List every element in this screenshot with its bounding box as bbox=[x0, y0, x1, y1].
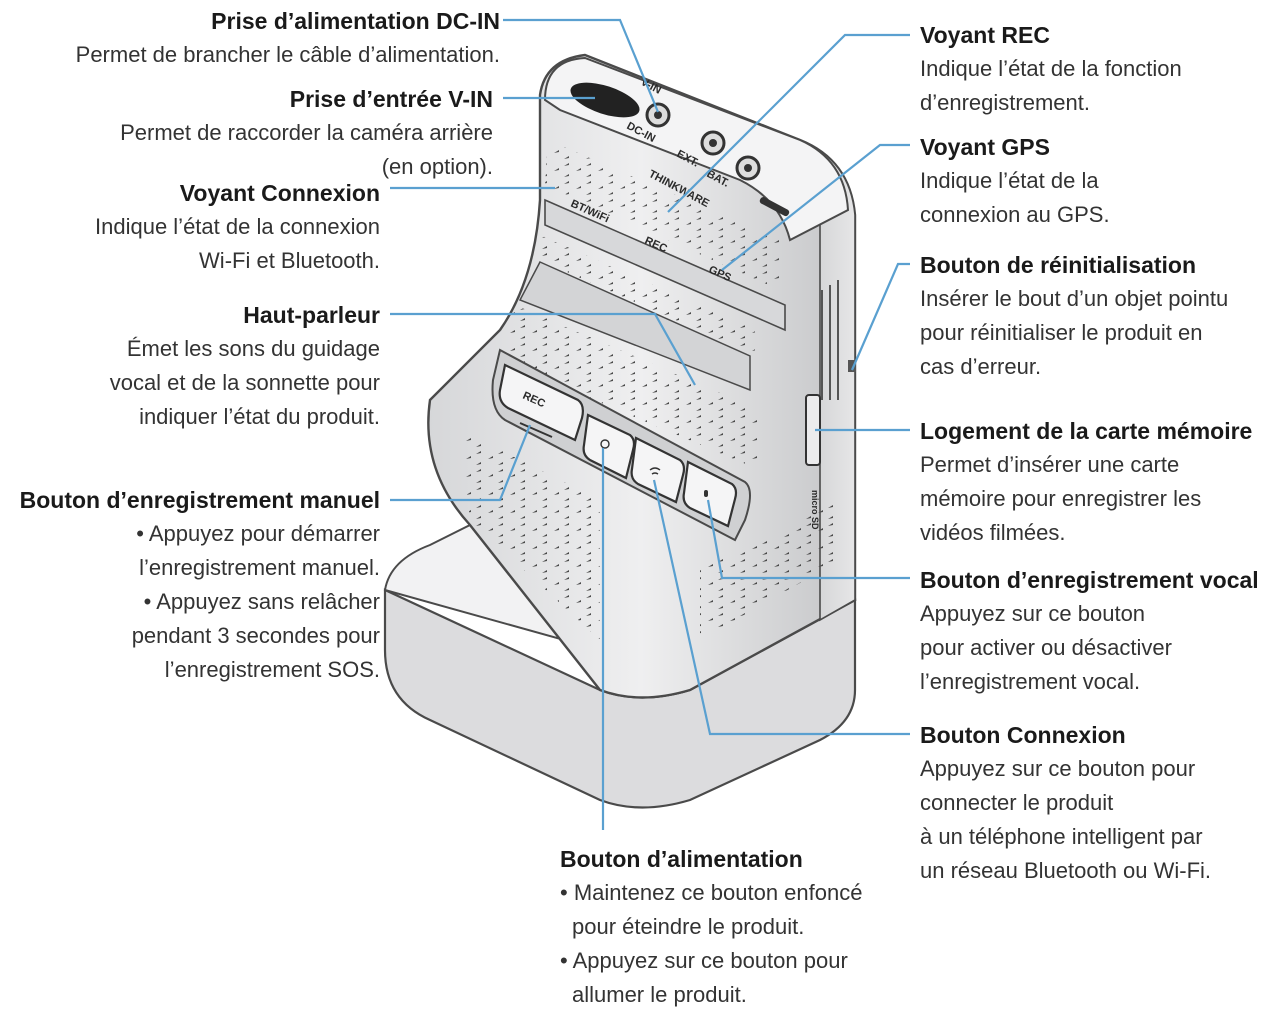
callout-manual-rec-text-2: l’enregistrement manuel. bbox=[139, 555, 380, 580]
callout-rec-led-text-1: Indique l’état de la fonction bbox=[920, 56, 1182, 81]
callout-speaker-title: Haut-parleur bbox=[243, 302, 380, 328]
callout-reset-text-1: Insérer le bout d’un objet pointu bbox=[920, 286, 1229, 311]
sd-mark: micro SD bbox=[810, 490, 820, 530]
callout-power-text-1: • Maintenez ce bouton enfoncé bbox=[560, 880, 863, 905]
callout-manual-rec-text-1: • Appuyez pour démarrer bbox=[136, 521, 380, 546]
callout-reset: Bouton de réinitialisation Insérer le bo… bbox=[920, 248, 1228, 384]
speaker-grille bbox=[500, 305, 760, 470]
leader-dc-in bbox=[503, 18, 660, 113]
callout-connect-title: Bouton Connexion bbox=[920, 722, 1126, 748]
callout-v-in: Prise d’entrée V-IN Permet de raccorder … bbox=[120, 82, 493, 184]
callout-dc-in-title: Prise d’alimentation DC-IN bbox=[211, 8, 500, 34]
callout-voice-rec-text-3: l’enregistrement vocal. bbox=[920, 669, 1141, 694]
callout-gps-led: Voyant GPS Indique l’état de la connexio… bbox=[920, 130, 1110, 232]
callout-gps-led-text-2: connexion au GPS. bbox=[920, 202, 1110, 227]
leader-speaker bbox=[390, 312, 696, 386]
callout-connect: Bouton Connexion Appuyez sur ce bouton p… bbox=[920, 718, 1211, 888]
callout-gps-led-title: Voyant GPS bbox=[920, 134, 1050, 160]
callout-connexion-led-text-2: Wi-Fi et Bluetooth. bbox=[199, 248, 380, 273]
callout-power-text-2: pour éteindre le produit. bbox=[572, 914, 805, 939]
power-button[interactable] bbox=[582, 413, 636, 480]
callout-voice-rec: Bouton d’enregistrement vocal Appuyez su… bbox=[920, 563, 1259, 699]
leader-rec-led bbox=[667, 33, 910, 213]
reset-hole bbox=[848, 360, 856, 372]
callout-voice-rec-text-1: Appuyez sur ce bouton bbox=[920, 601, 1146, 626]
power-icon bbox=[600, 439, 610, 449]
button-panel: REC bbox=[491, 348, 751, 542]
callout-speaker-text-1: Émet les sons du guidage bbox=[126, 336, 380, 361]
callout-connect-text-3: à un téléphone intelligent par bbox=[920, 824, 1203, 849]
callout-manual-rec-text-4: pendant 3 secondes pour bbox=[131, 623, 380, 648]
leader-lines bbox=[390, 18, 910, 830]
callout-memory-slot-text-1: Permet d’insérer une carte bbox=[920, 452, 1180, 477]
callout-connect-text-2: connecter le produit bbox=[920, 790, 1114, 815]
callout-manual-rec: Bouton d’enregistrement manuel • Appuyez… bbox=[20, 483, 380, 687]
callout-reset-text-2: pour réinitialiser le produit en bbox=[920, 320, 1203, 345]
callout-voice-rec-text-2: pour activer ou désactiver bbox=[920, 635, 1172, 660]
v-in-port bbox=[570, 82, 640, 118]
callout-rec-led: Voyant REC Indique l’état de la fonction… bbox=[920, 18, 1182, 120]
callout-speaker-text-2: vocal et de la sonnette pour bbox=[109, 370, 380, 395]
callout-v-in-title: Prise d’entrée V-IN bbox=[289, 86, 493, 112]
callout-power-text-4: allumer le produit. bbox=[572, 982, 747, 1007]
microphone-icon bbox=[704, 490, 708, 497]
callout-connect-text-1: Appuyez sur ce bouton pour bbox=[920, 756, 1196, 781]
callout-rec-led-text-2: d’enregistrement. bbox=[920, 90, 1090, 115]
callout-rec-led-title: Voyant REC bbox=[920, 22, 1050, 48]
callout-memory-slot-text-2: mémoire pour enregistrer les bbox=[920, 486, 1202, 511]
callout-reset-text-3: cas d’erreur. bbox=[920, 354, 1042, 379]
leader-voice-rec bbox=[706, 499, 910, 580]
leader-manual-rec bbox=[390, 424, 532, 502]
callout-power-title: Bouton d’alimentation bbox=[560, 846, 803, 872]
callout-speaker: Haut-parleur Émet les sons du guidage vo… bbox=[110, 298, 380, 434]
callout-dc-in: Prise d’alimentation DC-IN Permet de bra… bbox=[76, 4, 500, 72]
callout-connexion-led-title: Voyant Connexion bbox=[179, 180, 380, 206]
callout-gps-led-text-1: Indique l’état de la bbox=[920, 168, 1099, 193]
callout-speaker-text-3: indiquer l’état du produit. bbox=[139, 404, 380, 429]
callout-connexion-led: Voyant Connexion Indique l’état de la co… bbox=[95, 176, 380, 278]
leader-gps-led bbox=[721, 143, 910, 271]
callout-manual-rec-text-3: • Appuyez sans relâcher bbox=[143, 589, 380, 614]
callout-connexion-led-text-1: Indique l’état de la connexion bbox=[95, 214, 380, 239]
callout-manual-rec-title: Bouton d’enregistrement manuel bbox=[19, 487, 380, 513]
rec-button[interactable]: REC bbox=[498, 363, 584, 442]
leader-reset bbox=[850, 262, 910, 371]
device-body: V-IN DC-IN EXT. BAT. THINKWARE BT/WiFi R… bbox=[427, 53, 857, 699]
callout-memory-slot-text-3: vidéos filmées. bbox=[920, 520, 1066, 545]
callout-power-text-3: • Appuyez sur ce bouton pour bbox=[560, 948, 848, 973]
wifi-icon bbox=[649, 467, 661, 475]
callout-connect-text-4: un réseau Bluetooth ou Wi-Fi. bbox=[920, 858, 1212, 883]
voice-rec-button[interactable] bbox=[682, 460, 738, 528]
connect-button[interactable] bbox=[630, 436, 686, 504]
callout-power: Bouton d’alimentation • Maintenez ce bou… bbox=[560, 842, 862, 1012]
callout-reset-title: Bouton de réinitialisation bbox=[920, 252, 1197, 278]
callout-v-in-text-2: (en option). bbox=[381, 154, 493, 179]
callout-memory-slot-title: Logement de la carte mémoire bbox=[920, 418, 1253, 444]
leader-connect bbox=[652, 479, 910, 736]
callout-v-in-text-1: Permet de raccorder la caméra arrière bbox=[120, 120, 493, 145]
callout-manual-rec-text-5: l’enregistrement SOS. bbox=[164, 657, 380, 682]
callout-voice-rec-title: Bouton d’enregistrement vocal bbox=[920, 567, 1259, 593]
callout-dc-in-text: Permet de brancher le câble d’alimentati… bbox=[75, 42, 500, 67]
callout-memory-slot: Logement de la carte mémoire Permet d’in… bbox=[920, 414, 1252, 550]
